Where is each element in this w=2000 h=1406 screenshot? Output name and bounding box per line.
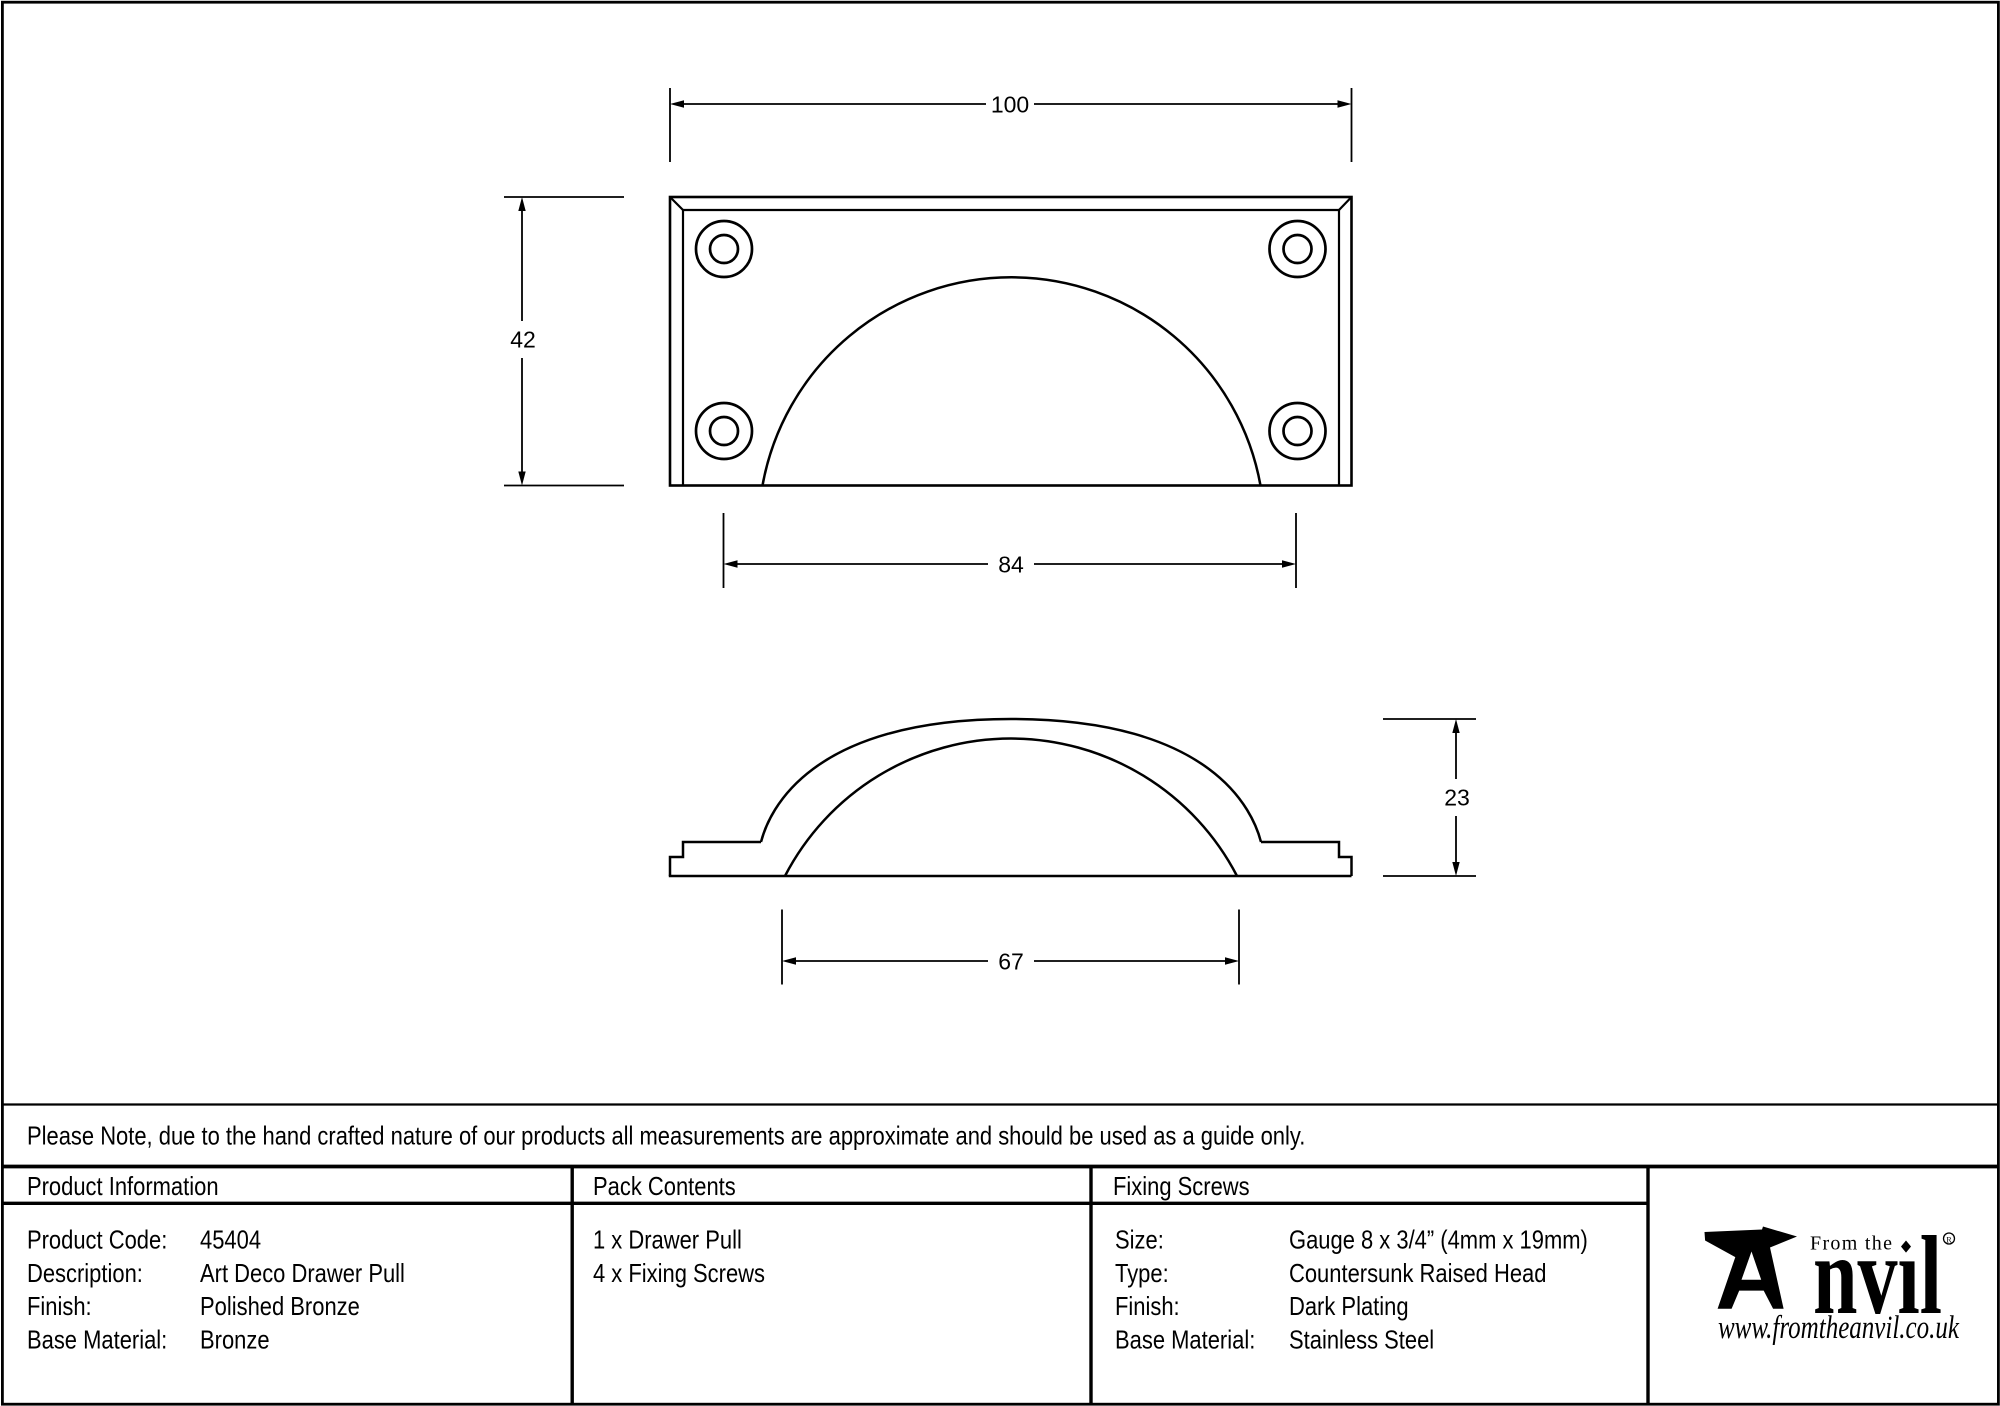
svg-text:84: 84: [998, 551, 1024, 577]
svg-text:42: 42: [510, 327, 536, 353]
svg-text:23: 23: [1444, 785, 1470, 811]
svg-text:nvıl: nvıl: [1813, 1214, 1942, 1338]
svg-text:Pack Contents: Pack Contents: [593, 1173, 736, 1202]
svg-text:100: 100: [991, 91, 1029, 117]
svg-text:Stainless Steel: Stainless Steel: [1289, 1326, 1434, 1355]
svg-text:Art Deco Drawer Pull: Art Deco Drawer Pull: [200, 1259, 405, 1288]
svg-text:Fixing Screws: Fixing Screws: [1113, 1173, 1250, 1202]
svg-text:Bronze: Bronze: [200, 1326, 270, 1355]
svg-text:1 x Drawer Pull: 1 x Drawer Pull: [593, 1226, 742, 1255]
svg-text:Product Information: Product Information: [27, 1173, 219, 1202]
svg-text:Description:: Description:: [27, 1259, 143, 1288]
svg-text:R: R: [1946, 1236, 1952, 1245]
svg-text:Please Note, due to the hand c: Please Note, due to the hand crafted nat…: [27, 1122, 1305, 1151]
svg-text:Base Material:: Base Material:: [27, 1326, 167, 1355]
svg-text:Product Code:: Product Code:: [27, 1226, 167, 1255]
svg-text:Polished Bronze: Polished Bronze: [200, 1292, 360, 1321]
svg-text:From the: From the: [1810, 1233, 1892, 1255]
svg-text:Size:: Size:: [1115, 1226, 1164, 1255]
svg-text:Dark Plating: Dark Plating: [1289, 1292, 1409, 1321]
svg-text:45404: 45404: [200, 1226, 261, 1255]
svg-text:4 x Fixing Screws: 4 x Fixing Screws: [593, 1259, 765, 1288]
svg-text:Gauge 8 x 3/4” (4mm x 19mm): Gauge 8 x 3/4” (4mm x 19mm): [1289, 1226, 1588, 1255]
svg-text:Finish:: Finish:: [1115, 1292, 1180, 1321]
svg-text:67: 67: [998, 948, 1024, 974]
svg-text:Countersunk Raised Head: Countersunk Raised Head: [1289, 1259, 1546, 1288]
svg-text:Finish:: Finish:: [27, 1292, 92, 1321]
svg-text:Type:: Type:: [1115, 1259, 1169, 1288]
svg-text:Base Material:: Base Material:: [1115, 1326, 1255, 1355]
svg-text:www.fromtheanvil.co.uk: www.fromtheanvil.co.uk: [1718, 1310, 1960, 1346]
